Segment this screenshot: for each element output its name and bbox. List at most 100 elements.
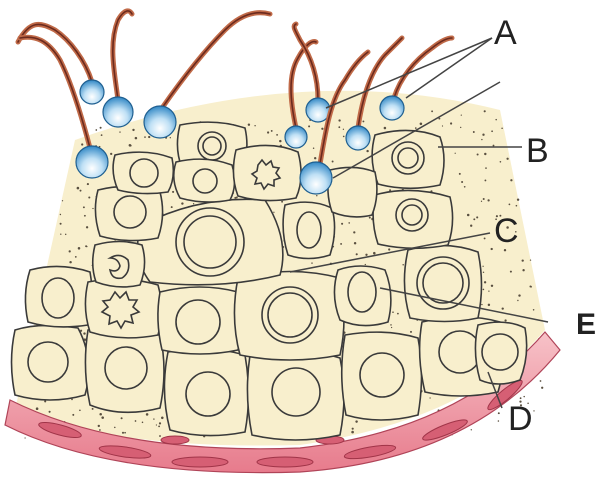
stipple-dot [517, 198, 519, 200]
stipple-dot [540, 380, 542, 382]
sperm-head [346, 126, 370, 150]
stipple-dot [148, 136, 150, 138]
stipple-dot [502, 307, 504, 309]
stipple-dot [491, 248, 493, 250]
stipple-dot [388, 248, 390, 250]
stipple-dot [267, 131, 269, 133]
stipple-dot [420, 123, 423, 126]
stipple-dot [153, 418, 154, 419]
stipple-dot [365, 264, 366, 265]
stipple-dot [473, 218, 475, 220]
stipple-dot [316, 195, 317, 196]
stipple-dot [121, 417, 123, 419]
cell-nucleus [193, 169, 217, 193]
stipple-dot [60, 223, 62, 225]
stipple-dot [124, 432, 126, 434]
stipple-dot [36, 407, 39, 410]
stipple-dot [530, 259, 531, 260]
stipple-dot [541, 387, 543, 389]
stipple-dot [464, 186, 466, 188]
stipple-dot [455, 153, 456, 154]
stipple-dot [170, 137, 171, 138]
stipple-dot [254, 125, 255, 126]
stipple-dot [356, 253, 358, 255]
stipple-dot [476, 216, 478, 218]
stipple-dot [504, 319, 506, 321]
cell-nucleus [28, 342, 68, 382]
stipple-dot [498, 420, 500, 422]
stipple-dot [484, 237, 486, 239]
stipple-dot [338, 126, 340, 128]
stipple-dot [459, 173, 461, 175]
stipple-dot [80, 190, 82, 192]
cell-nucleus [297, 212, 321, 248]
stipple-dot [495, 119, 497, 121]
stipple-dot [79, 410, 81, 412]
stipple-dot [509, 204, 511, 206]
stipple-dot [84, 215, 86, 217]
stipple-dot [65, 234, 66, 235]
stipple-dot [341, 223, 343, 225]
stipple-dot [484, 153, 486, 155]
stipple-dot [142, 422, 144, 424]
stipple-dot [281, 201, 283, 203]
stipple-dot [477, 153, 479, 155]
stipple-dot [83, 332, 85, 334]
stipple-dot [500, 161, 502, 163]
stipple-dot [533, 410, 534, 411]
cell-nucleus [268, 293, 312, 337]
stipple-dot [340, 243, 342, 245]
stipple-dot [373, 252, 376, 255]
stipple-dot [431, 110, 433, 112]
stipple-dot [172, 191, 174, 193]
stipple-dot [100, 127, 102, 129]
sperm-tail [162, 13, 270, 108]
sperm-tail-outline [394, 38, 452, 98]
stipple-dot [135, 420, 137, 422]
stipple-dot [488, 304, 490, 306]
stipple-dot [234, 197, 236, 199]
stipple-dot [522, 269, 524, 271]
stipple-dot [353, 231, 355, 233]
stipple-dot [351, 431, 354, 434]
stipple-dot [510, 179, 512, 181]
stipple-dot [391, 327, 392, 328]
stipple-dot [518, 294, 520, 296]
stipple-dot [461, 114, 462, 115]
stipple-dot [365, 254, 367, 256]
stipple-dot [114, 427, 116, 429]
sperm-head [144, 106, 176, 138]
stipple-dot [402, 264, 404, 266]
stipple-dot [506, 158, 508, 160]
stipple-dot [470, 225, 472, 227]
stipple-dot [99, 413, 102, 416]
stipple-dot [81, 143, 83, 145]
stipple-dot [415, 127, 417, 129]
stipple-dot [392, 311, 394, 313]
label-a: A [494, 16, 517, 50]
stipple-dot [498, 412, 500, 414]
stipple-dot [279, 140, 281, 142]
stipple-dot [516, 205, 518, 207]
sperm-tail-outline [162, 13, 270, 108]
stipple-dot [450, 122, 452, 124]
cell-nucleus [130, 159, 158, 187]
stipple-dot [321, 128, 323, 130]
stipple-dot [92, 208, 93, 209]
cell-nucleus [482, 334, 518, 370]
stipple-dot [487, 199, 489, 201]
stipple-dot [352, 428, 354, 430]
stipple-dot [410, 331, 412, 333]
stipple-dot [144, 136, 146, 138]
cell-nucleus [360, 353, 404, 397]
stipple-dot [355, 420, 357, 422]
stipple-dot [522, 259, 524, 261]
stipple-dot [72, 414, 74, 416]
stipple-dot [484, 110, 486, 112]
stipple-dot [485, 167, 487, 169]
stipple-dot [135, 137, 138, 140]
stipple-dot [482, 266, 483, 267]
stipple-dot [86, 246, 87, 247]
label-c: C [494, 214, 519, 248]
stipple-dot [467, 214, 470, 217]
